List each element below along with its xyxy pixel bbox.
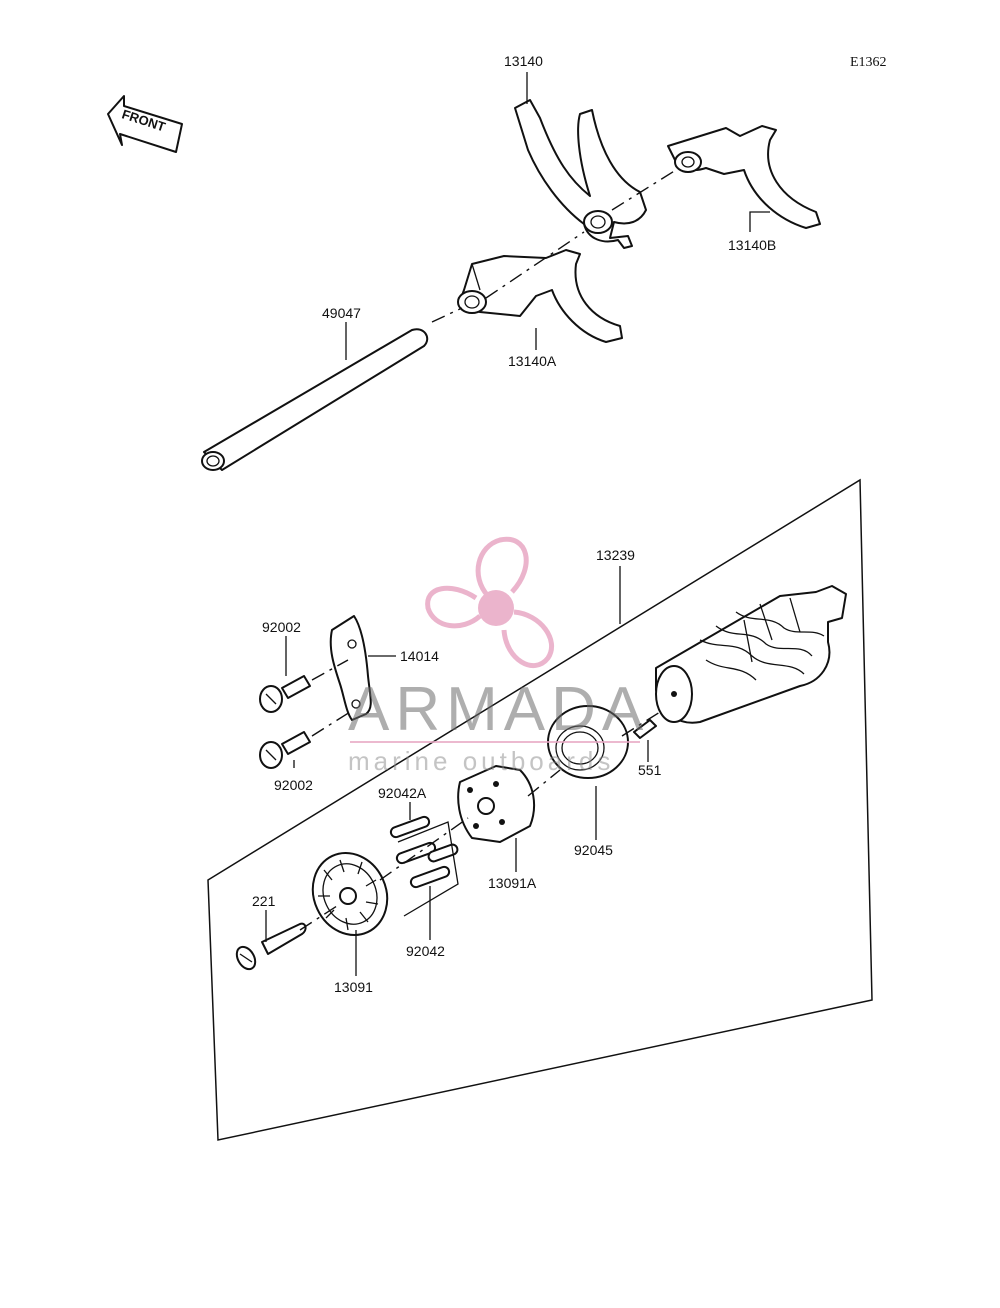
label-13140b: 13140B — [728, 237, 776, 253]
cam-plate-13091 — [311, 852, 389, 936]
fork-shaft-49047 — [201, 328, 429, 471]
shift-fork-13140a — [457, 249, 623, 343]
screw-221 — [235, 922, 307, 971]
watermark-logo: ARMADA marine outboards — [348, 536, 649, 776]
shift-fork-13140b — [667, 125, 821, 229]
label-92002-top: 92002 — [262, 619, 301, 635]
watermark-brand: ARMADA — [348, 675, 649, 744]
pin-551 — [633, 719, 657, 739]
label-221: 221 — [252, 893, 276, 909]
label-13239: 13239 — [596, 547, 635, 563]
shift-drum-cam-13091a — [457, 765, 536, 843]
shift-fork-13140 — [514, 99, 647, 249]
label-49047: 49047 — [322, 305, 361, 321]
detent-lever-14014 — [329, 615, 372, 721]
front-arrow-icon: FRONT — [107, 95, 183, 153]
shift-drum-13239 — [655, 585, 847, 724]
label-13091: 13091 — [334, 979, 373, 995]
diagram-code: E1362 — [850, 55, 887, 70]
label-92045: 92045 — [574, 842, 613, 858]
label-13091a: 13091A — [488, 875, 537, 891]
label-14014: 14014 — [400, 648, 439, 664]
label-551: 551 — [638, 762, 662, 778]
propeller-icon — [425, 536, 555, 669]
label-92002-bottom: 92002 — [274, 777, 313, 793]
label-92042: 92042 — [406, 943, 445, 959]
label-13140a: 13140A — [508, 353, 557, 369]
bolt-92002-top — [259, 675, 311, 713]
pins-92042 — [389, 815, 459, 917]
drum-assembly-outline — [207, 478, 873, 1141]
bolt-92002-bottom — [259, 731, 311, 769]
label-13140: 13140 — [504, 53, 543, 69]
watermark-tagline: marine outboards — [348, 746, 614, 776]
label-92042a: 92042A — [378, 785, 427, 801]
